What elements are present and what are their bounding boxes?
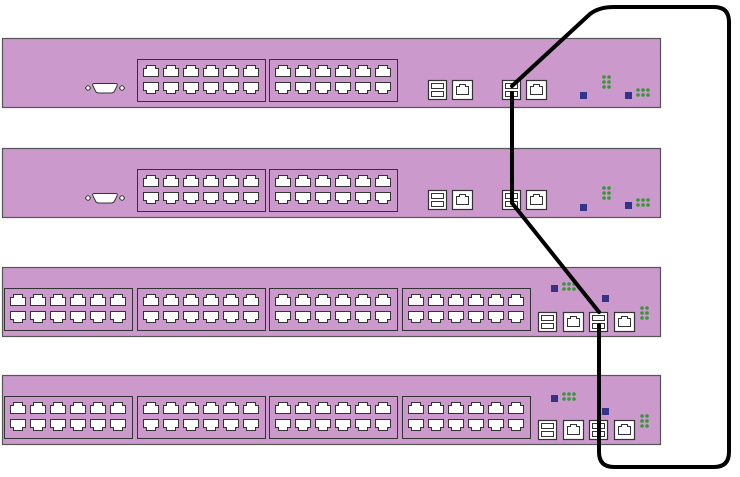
uplink-port[interactable]	[613, 311, 636, 333]
switch-chassis	[1, 37, 662, 109]
stack-cable-loop-return	[510, 5, 731, 469]
uplink-port[interactable]	[451, 79, 474, 101]
status-indicator	[602, 408, 609, 415]
switch-4	[1, 374, 662, 446]
uplink-port[interactable]	[451, 189, 474, 211]
uplink-port[interactable]	[562, 419, 585, 441]
status-indicator	[625, 92, 632, 99]
switch-1	[1, 37, 662, 109]
status-indicator	[625, 202, 632, 209]
sfp-port[interactable]	[427, 189, 448, 211]
uplink-port[interactable]	[525, 79, 548, 101]
uplink-port[interactable]	[562, 311, 585, 333]
sfp-port[interactable]	[537, 311, 558, 333]
switch-chassis	[1, 147, 662, 219]
status-indicator	[551, 395, 558, 402]
uplink-port[interactable]	[525, 189, 548, 211]
switch-2	[1, 147, 662, 219]
sfp-port[interactable]	[427, 79, 448, 101]
status-indicator	[602, 295, 609, 302]
switch-3	[1, 266, 662, 338]
status-indicator	[551, 285, 558, 292]
uplink-port[interactable]	[613, 419, 636, 441]
stacking-cables	[510, 5, 731, 469]
stack-cable-2-3	[510, 201, 601, 314]
status-indicator	[580, 204, 587, 211]
status-indicator	[580, 92, 587, 99]
sfp-port[interactable]	[537, 419, 558, 441]
